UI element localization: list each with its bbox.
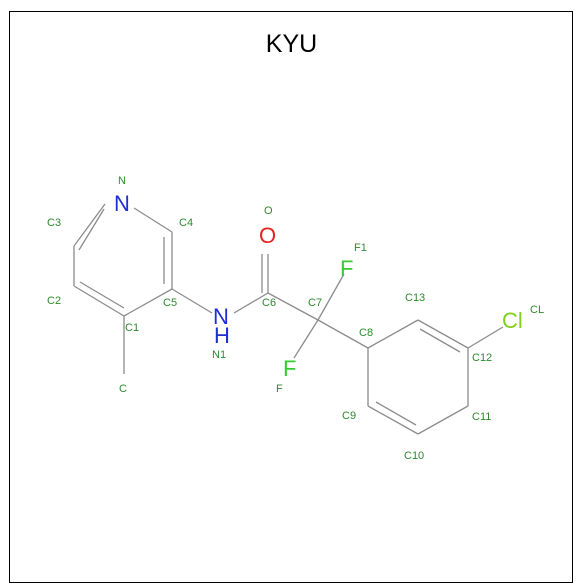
atom-symbol-h-amide: H: [214, 323, 230, 348]
bond-line: [419, 328, 461, 353]
bond-line: [73, 203, 106, 247]
atom-label: C13: [405, 292, 425, 304]
atom-symbol-f-lower: F: [283, 356, 296, 381]
atom-symbol-f-upper: F: [340, 256, 353, 281]
atom-label: C7: [308, 297, 322, 309]
bond-line: [233, 292, 269, 314]
atom-label: F1: [354, 242, 367, 254]
bond-layer: [73, 203, 504, 435]
molecule-title: KYU: [265, 30, 318, 58]
bond-line: [79, 281, 125, 309]
bond-line: [367, 319, 419, 349]
atom-symbol-layer: N N H O F F Cl: [114, 191, 523, 381]
atom-symbol-cl: Cl: [502, 308, 523, 333]
bond-line: [171, 288, 213, 314]
atom-label: C12: [472, 352, 492, 364]
atom-label: C5: [163, 297, 177, 309]
atom-label: C10: [404, 450, 424, 462]
atom-label: C8: [359, 327, 373, 339]
atom-label: O: [264, 205, 273, 217]
atom-label: C2: [47, 295, 61, 307]
atom-label: C: [119, 383, 127, 395]
bond-line: [78, 208, 105, 251]
bond-line: [293, 319, 319, 359]
atom-label: C6: [262, 297, 276, 309]
atom-label: C9: [342, 410, 356, 422]
atom-label: CL: [530, 304, 544, 316]
atom-symbol-o: O: [259, 223, 276, 248]
bond-line: [417, 405, 469, 435]
atom-symbol-n-ring: N: [114, 191, 130, 216]
atom-label-layer: N C3 C4 C2 C1 C5 N1 C O C6 C7 F1 F C8 C1…: [47, 175, 544, 462]
bond-line: [317, 273, 345, 321]
diagram-frame: [9, 11, 573, 583]
atom-label: F: [276, 383, 283, 395]
atom-label: N: [118, 175, 126, 187]
bond-line: [375, 401, 417, 426]
atom-symbol-n-amide: N: [213, 304, 229, 329]
bond-line: [73, 285, 125, 317]
atom-label: C4: [179, 217, 193, 229]
bond-line: [367, 405, 419, 435]
atom-label: C3: [47, 217, 61, 229]
bond-line: [267, 292, 319, 321]
atom-label: N1: [212, 349, 226, 361]
atom-label: C11: [472, 411, 491, 423]
bond-line: [317, 319, 369, 349]
bond-line: [467, 326, 504, 349]
atom-label: C1: [125, 322, 139, 334]
bond-line: [123, 288, 173, 317]
bond-line: [133, 207, 173, 233]
bond-line: [417, 319, 469, 349]
